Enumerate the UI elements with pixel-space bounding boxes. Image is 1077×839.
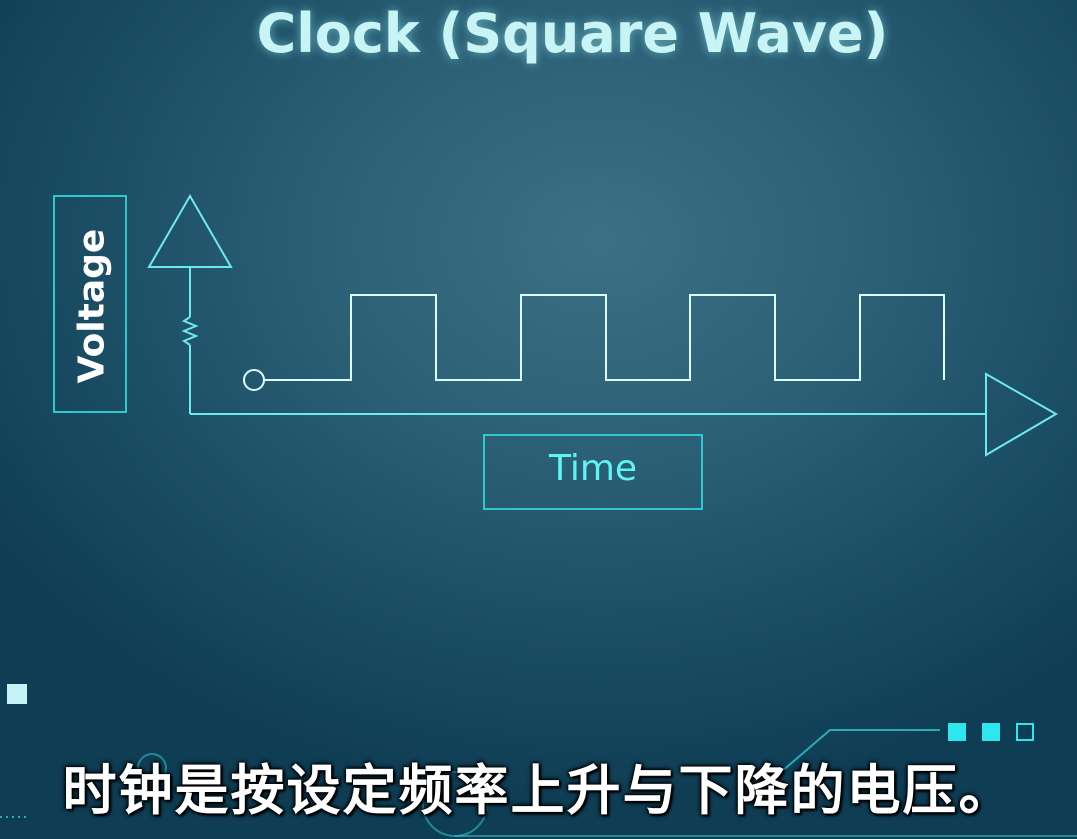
x-axis-arrow-icon <box>985 372 1058 457</box>
y-axis-arrow-icon <box>147 194 233 268</box>
subtitle-caption: 时钟是按设定频率上升与下降的电压。 <box>62 759 1015 822</box>
decor-square <box>982 723 1000 741</box>
decor-square <box>7 684 27 704</box>
circuit-trace <box>759 729 940 791</box>
time-label: Time <box>548 448 638 489</box>
voltage-label-box: Voltage <box>53 195 127 413</box>
circuit-node <box>137 753 167 783</box>
square-wave <box>264 294 945 381</box>
decor-square <box>1016 723 1034 741</box>
decor-square <box>948 723 966 741</box>
resistor-symbol <box>181 316 199 346</box>
time-label-box: Time <box>483 434 703 510</box>
wave-start-terminal <box>243 369 265 391</box>
slide-title: Clock (Square Wave) <box>256 2 889 65</box>
